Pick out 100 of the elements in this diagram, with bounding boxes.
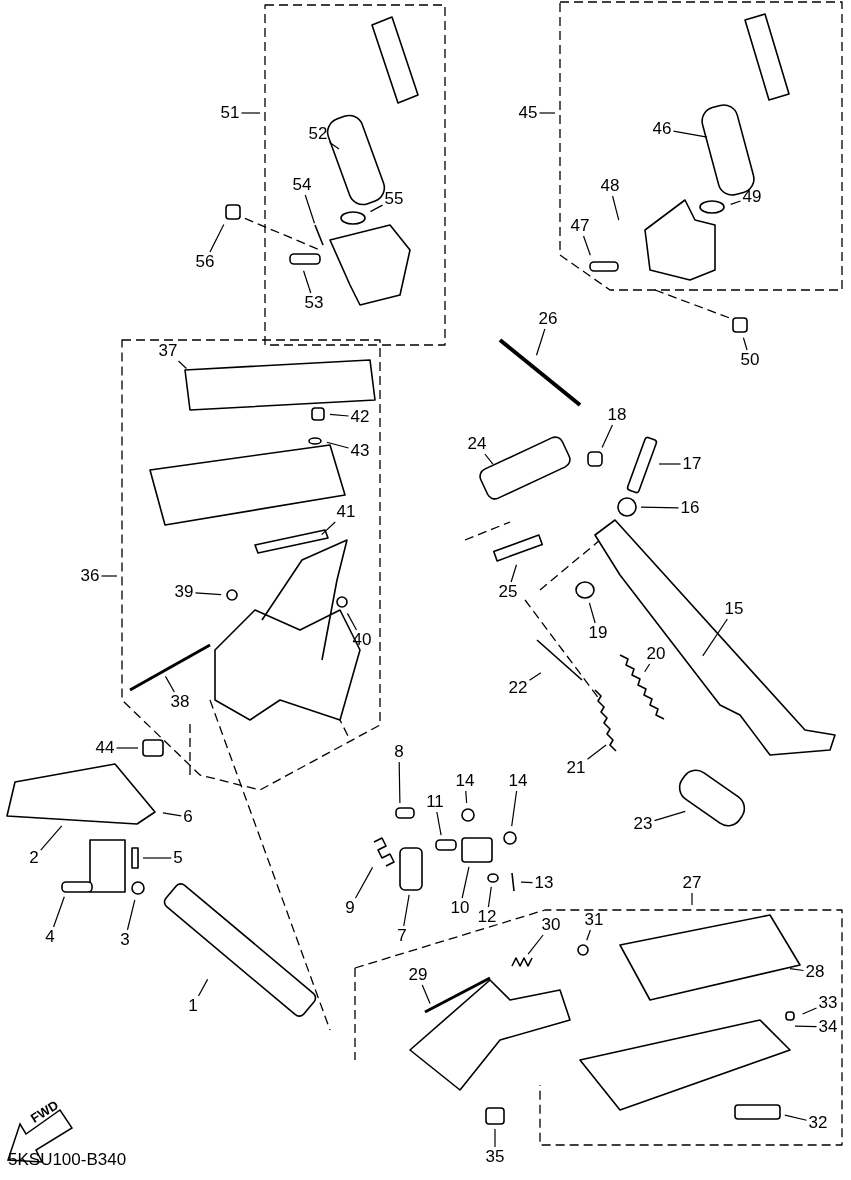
leader-line — [346, 612, 358, 631]
leader-line — [653, 810, 686, 822]
leader-line — [487, 886, 492, 908]
callout-number: 50 — [739, 351, 761, 369]
callout-number: 36 — [79, 567, 101, 585]
callout-number: 28 — [804, 963, 826, 981]
leader-line — [484, 453, 494, 465]
callout-number: 22 — [507, 679, 529, 697]
leader-line — [40, 825, 63, 851]
callout-number: 19 — [587, 624, 609, 642]
leader-line — [794, 1025, 818, 1028]
callout-number: 43 — [349, 442, 371, 460]
leader-line — [586, 929, 591, 941]
callout-number: 41 — [335, 503, 357, 521]
callout-number: 35 — [484, 1148, 506, 1166]
leader-line — [535, 328, 546, 356]
leader-line — [421, 984, 431, 1004]
callout-number: 32 — [807, 1114, 829, 1132]
leader-line — [162, 812, 182, 817]
leader-line — [302, 270, 312, 294]
leader-line — [240, 112, 261, 114]
leader-line — [142, 857, 172, 859]
leader-line — [329, 413, 350, 417]
diagram-code: 5KSU100-B340 — [8, 1150, 127, 1170]
callout-number: 7 — [396, 927, 408, 945]
callout-number: 38 — [169, 693, 191, 711]
leader-line — [52, 896, 65, 928]
leader-line — [321, 521, 336, 536]
callout-number: 23 — [632, 815, 654, 833]
leader-line — [326, 441, 350, 449]
callout-number: 27 — [681, 874, 703, 892]
leader-line — [197, 978, 209, 997]
callout-number: 20 — [645, 645, 667, 663]
leader-line — [304, 194, 316, 224]
leader-line — [520, 881, 534, 884]
leader-line — [177, 360, 187, 370]
leader-line — [494, 1128, 496, 1148]
leader-line — [194, 592, 222, 596]
leader-line — [691, 892, 693, 906]
callout-number: 13 — [533, 874, 555, 892]
callout-number: 6 — [182, 808, 194, 826]
callout-number: 46 — [651, 120, 673, 138]
callout-number: 16 — [679, 499, 701, 517]
leader-line — [784, 1114, 808, 1121]
leader-line — [582, 235, 591, 256]
leader-line — [100, 575, 118, 577]
callout-number: 42 — [349, 408, 371, 426]
leader-line — [461, 866, 470, 899]
callout-number: 33 — [817, 994, 839, 1012]
callout-number: 17 — [681, 455, 703, 473]
leader-line — [209, 223, 225, 253]
leader-line — [398, 761, 401, 804]
callout-number: 56 — [194, 253, 216, 271]
direction-label: FWD — [28, 1097, 62, 1126]
leader-line — [465, 790, 468, 804]
callout-number: 26 — [537, 310, 559, 328]
leader-line — [538, 112, 556, 114]
leader-line — [588, 602, 596, 624]
leader-line — [511, 790, 518, 827]
callout-number: 31 — [583, 911, 605, 929]
callout-number: 49 — [741, 188, 763, 206]
callout-number: 8 — [393, 743, 405, 761]
callout-number: 55 — [383, 190, 405, 208]
leader-line — [126, 899, 136, 931]
callout-number: 11 — [425, 793, 445, 811]
callout-number: 18 — [606, 406, 628, 424]
leader-line — [672, 130, 708, 138]
callout-number: 45 — [517, 104, 539, 122]
callout-number: 47 — [569, 217, 591, 235]
leader-line — [403, 894, 410, 927]
callout-number: 51 — [219, 104, 241, 122]
leader-line — [658, 463, 682, 465]
leader-line — [436, 811, 442, 836]
leader-line — [644, 663, 651, 673]
callout-number: 5 — [172, 849, 184, 867]
callout-number: 44 — [94, 739, 116, 757]
callout-number: 12 — [476, 908, 498, 926]
callout-number: 15 — [723, 600, 745, 618]
callout-number: 9 — [344, 899, 356, 917]
leader-line — [702, 618, 728, 657]
callout-number: 34 — [817, 1018, 839, 1036]
leader-line — [328, 141, 340, 150]
leader-line — [586, 744, 607, 760]
callout-number: 25 — [497, 583, 519, 601]
callout-number: 3 — [119, 931, 131, 949]
callout-number: 24 — [466, 435, 488, 453]
leader-line — [115, 747, 139, 749]
leader-line — [527, 934, 544, 955]
leader-line — [611, 195, 620, 221]
leader-line — [510, 564, 518, 583]
callout-number: 48 — [599, 177, 621, 195]
leader-line — [640, 506, 680, 509]
callout-number: 30 — [540, 916, 562, 934]
leader-line — [802, 1007, 818, 1015]
leader-line — [730, 200, 742, 205]
callout-number: 52 — [307, 125, 329, 143]
callout-number: 4 — [44, 928, 56, 946]
leader-line — [164, 675, 175, 693]
callout-number: 21 — [565, 759, 587, 777]
leader-line — [369, 204, 384, 213]
